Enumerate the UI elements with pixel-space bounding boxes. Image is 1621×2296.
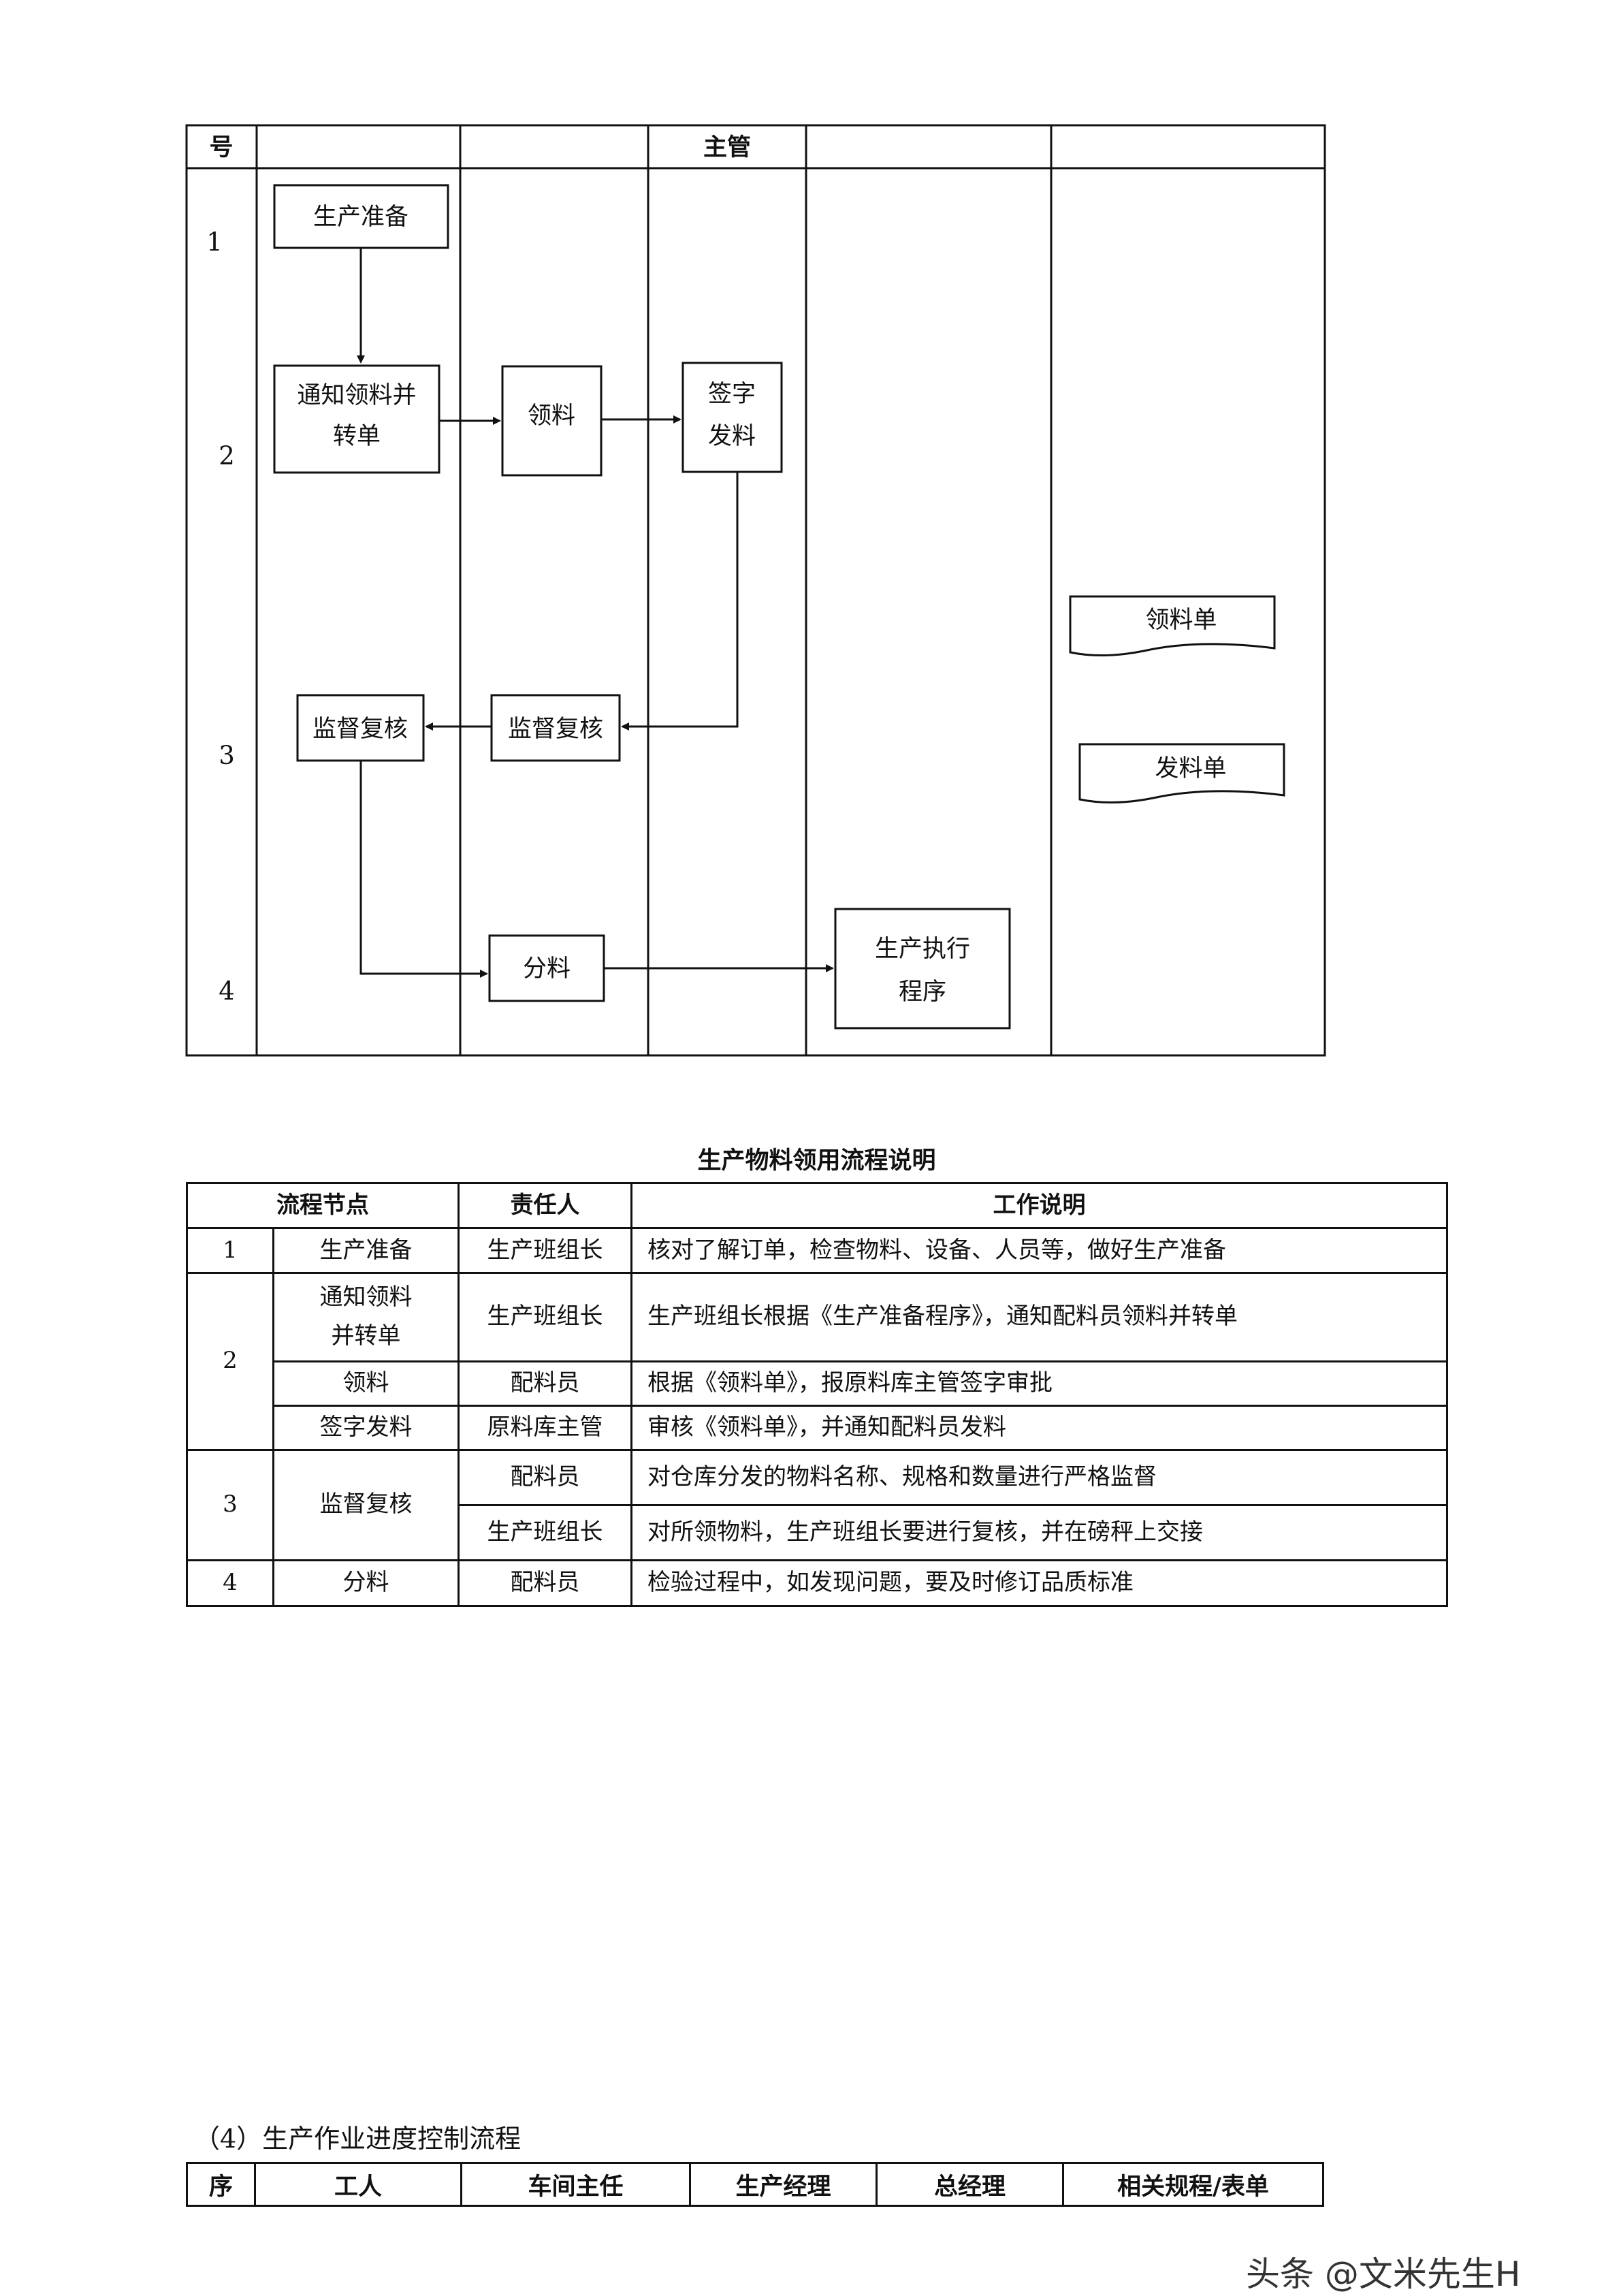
col-header-general-manager: 总经理	[876, 2162, 1064, 2207]
box-supervise-review-b: 监督复核	[490, 694, 621, 762]
cell-owner: 生产班组长	[458, 1271, 632, 1362]
cell-owner: 生产班组长	[458, 1503, 632, 1562]
cell-node-line: 并转单	[331, 1322, 401, 1350]
col-header-node: 流程节点	[186, 1182, 460, 1229]
progress-control-table-header: 序 工人 车间主任 生产经理 总经理 相关规程/表单	[186, 2162, 1324, 2207]
svg-text:监督复核: 监督复核	[312, 716, 408, 743]
col-header-worker: 工人	[254, 2162, 462, 2207]
table-caption: 生产物料领用流程说明	[697, 1147, 936, 1175]
svg-text:转单: 转单	[333, 423, 381, 450]
svg-text:程序: 程序	[899, 978, 946, 1006]
box-production-execution: 生产执行 程序	[834, 908, 1011, 1030]
cell-node: 监督复核	[272, 1448, 460, 1562]
col-header-owner: 责任人	[458, 1182, 632, 1229]
svg-text:发料单: 发料单	[1155, 755, 1226, 782]
svg-text:分料: 分料	[523, 955, 571, 983]
box-production-prep: 生产准备	[273, 184, 449, 249]
table-row: 2 通知领料并转单 生产班组长 生产班组长根据《生产准备程序》，通知配料员领料并…	[186, 1271, 1448, 1451]
watermark: 头条 @文米先生H	[1246, 2254, 1521, 2294]
cell-work: 生产班组长根据《生产准备程序》，通知配料员领料并转单	[630, 1271, 1448, 1362]
cell-no: 2	[186, 1271, 274, 1451]
doc-requisition-form: 领料单	[1069, 595, 1276, 657]
flowchart: 号 主管 1 2 3 4 生产准备 通知领料并 转单 领料 签字 发料 监督复核	[185, 124, 1326, 1057]
table-row: 3 监督复核 配料员 对仓库分发的物料名称、规格和数量进行严格监督	[186, 1448, 1448, 1562]
col-header-seq: 序	[186, 2162, 256, 2207]
col-header-production-manager: 生产经理	[689, 2162, 878, 2207]
svg-text:签字: 签字	[708, 381, 756, 408]
box-supervise-review-a: 监督复核	[296, 694, 425, 762]
description-table: 流程节点 责任人 工作说明 1 生产准备 生产班组长 核对了解订单，检查物料、设…	[186, 1182, 1448, 1607]
cell-work: 对所领物料，生产班组长要进行复核，并在磅秤上交接	[630, 1503, 1448, 1562]
cell-node: 通知领料并转单	[272, 1271, 460, 1362]
cell-owner: 配料员	[458, 1360, 632, 1407]
col-header-work: 工作说明	[630, 1182, 1448, 1229]
cell-no: 3	[186, 1448, 274, 1562]
cell-no: 4	[186, 1559, 274, 1607]
section-title: （4）生产作业进度控制流程	[194, 2124, 521, 2154]
cell-work: 检验过程中，如发现问题，要及时修订品质标准	[630, 1559, 1448, 1607]
cell-node: 分料	[272, 1559, 460, 1607]
svg-text:发料: 发料	[708, 423, 756, 450]
cell-owner: 配料员	[458, 1559, 632, 1607]
arrow-sign-to-review	[621, 472, 739, 731]
flowchart-frame	[185, 124, 1326, 1057]
table-row: 4 分料 配料员 检验过程中，如发现问题，要及时修订品质标准	[186, 1559, 1448, 1607]
cell-node: 签字发料	[272, 1404, 460, 1451]
table-row: 签字发料 原料库主管 审核《领料单》，并通知配料员发料	[187, 1404, 1448, 1451]
box-divide-material: 分料	[488, 934, 605, 1002]
table-row: 领料 配料员 根据《领料单》，报原料库主管签字审批	[187, 1360, 1448, 1407]
col-header-workshop-director: 车间主任	[460, 2162, 691, 2207]
lane-header-number: 号	[209, 133, 233, 161]
box-sign-issue: 签字 发料	[681, 362, 783, 473]
cell-node-line: 通知领料	[319, 1283, 413, 1311]
cell-work: 核对了解订单，检查物料、设备、人员等，做好生产准备	[630, 1226, 1448, 1274]
arrow-review-to-divide	[359, 761, 488, 978]
table-header-row: 流程节点 责任人 工作说明	[186, 1182, 1448, 1229]
row-number: 1	[206, 227, 223, 257]
cell-work: 根据《领料单》，报原料库主管签字审批	[630, 1360, 1448, 1407]
svg-text:监督复核: 监督复核	[508, 716, 603, 743]
box-receive-material: 领料	[501, 365, 603, 477]
lane-header-supervisor: 主管	[703, 133, 751, 161]
svg-text:通知领料并: 通知领料并	[297, 382, 416, 409]
col-header-related-forms: 相关规程/表单	[1062, 2162, 1324, 2207]
table-row: 生产班组长 对所领物料，生产班组长要进行复核，并在磅秤上交接	[187, 1503, 1448, 1562]
cell-node: 领料	[272, 1360, 460, 1407]
svg-text:领料: 领料	[528, 402, 575, 430]
table-row: 1 生产准备 生产班组长 核对了解订单，检查物料、设备、人员等，做好生产准备	[186, 1226, 1448, 1274]
cell-work: 对仓库分发的物料名称、规格和数量进行严格监督	[630, 1448, 1448, 1506]
doc-issue-form: 发料单	[1078, 743, 1285, 804]
cell-work: 审核《领料单》，并通知配料员发料	[630, 1404, 1448, 1451]
svg-text:生产准备: 生产准备	[313, 204, 408, 231]
row-number: 2	[219, 441, 235, 471]
box-notify-transfer: 通知领料并 转单	[273, 364, 440, 474]
cell-owner: 配料员	[458, 1448, 632, 1506]
svg-text:生产执行: 生产执行	[875, 936, 970, 963]
row-number: 3	[219, 741, 235, 770]
row-number: 4	[219, 976, 235, 1006]
cell-no: 1	[186, 1226, 274, 1274]
svg-text:领料单: 领料单	[1145, 607, 1217, 634]
cell-owner: 生产班组长	[458, 1226, 632, 1274]
cell-owner: 原料库主管	[458, 1404, 632, 1451]
cell-node: 生产准备	[272, 1226, 460, 1274]
